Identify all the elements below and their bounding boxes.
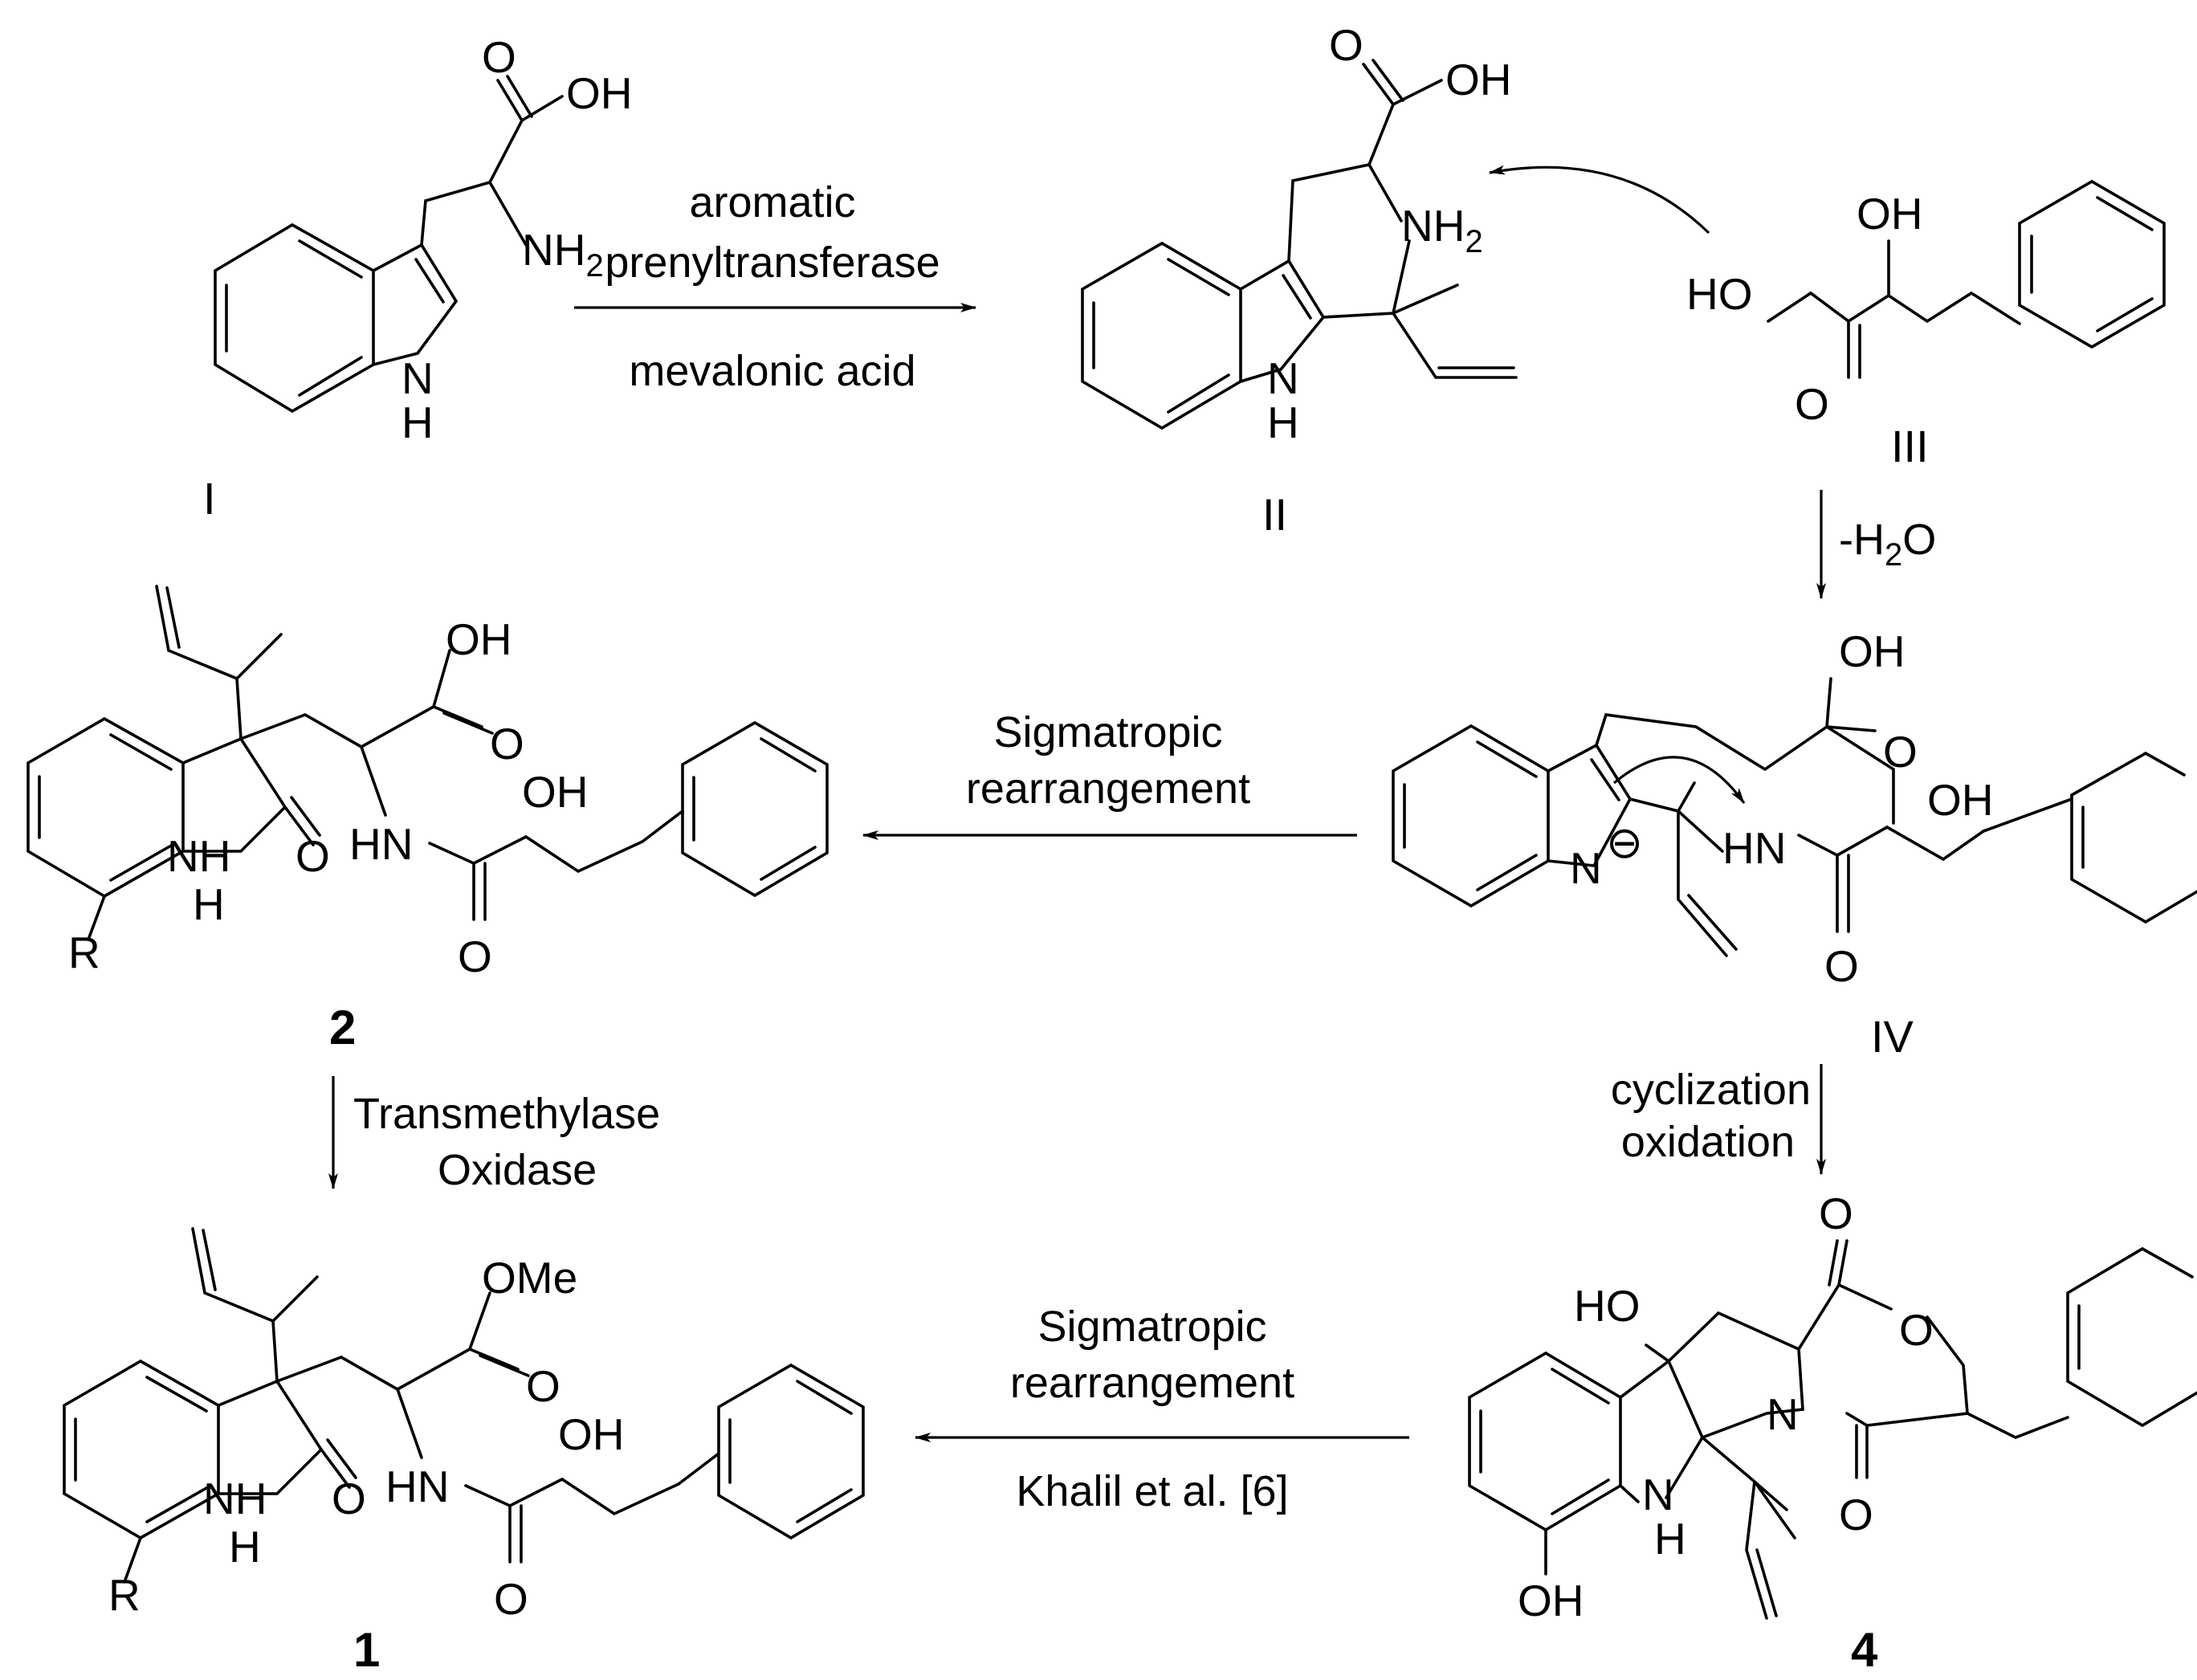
compound-4-h: H bbox=[1654, 1514, 1686, 1564]
compound-IV-n: N bbox=[1570, 843, 1602, 893]
arrow-prenylation-label-2: prenyltransferase bbox=[605, 239, 940, 287]
compound-1-hn: HN bbox=[385, 1462, 449, 1511]
arrow-transmethylation: Transmethylase Oxidase bbox=[328, 1076, 660, 1194]
compound-1-h: H bbox=[229, 1522, 261, 1572]
compound-II-oh: OH bbox=[1445, 55, 1512, 104]
compound-I-nh2: NH2 bbox=[522, 225, 604, 283]
compound-IV-acid-oh: OH bbox=[1839, 626, 1906, 676]
compound-1-nh: NH bbox=[203, 1474, 267, 1523]
arrow-rearrangement-2-label-3: Khalil et al. [6] bbox=[1016, 1467, 1288, 1515]
compound-1: OMe O OH HN NH H O O R 1 bbox=[63, 1227, 865, 1677]
arrow-transmethylation-label-2: Oxidase bbox=[438, 1146, 597, 1194]
compound-2-hn: HN bbox=[349, 819, 413, 869]
compound-IV-carbonyl-o1: O bbox=[1883, 727, 1918, 777]
compound-III-ho: HO bbox=[1686, 269, 1753, 319]
compound-IV-number: IV bbox=[1871, 1011, 1914, 1062]
compound-I-n: N bbox=[401, 353, 434, 403]
compound-I-number: I bbox=[203, 473, 216, 524]
arrow-prenylation-label-3: mevalonic acid bbox=[629, 347, 915, 395]
compound-2-r: R bbox=[68, 928, 100, 977]
compound-4-oh: OH bbox=[1518, 1576, 1584, 1625]
arrow-prenylation: aromatic prenyltransferase mevalonic aci… bbox=[574, 178, 976, 395]
arrow-cyclization-label-2: oxidation bbox=[1621, 1118, 1795, 1166]
compound-II-number: II bbox=[1262, 489, 1287, 540]
compound-4-nh: N bbox=[1642, 1470, 1674, 1519]
compound-1-ome: OMe bbox=[482, 1253, 577, 1303]
compound-IV-oh: OH bbox=[1927, 775, 1994, 825]
compound-IV-hn: HN bbox=[1722, 823, 1786, 873]
curved-arrow-III-to-II bbox=[1489, 165, 1710, 234]
arrow-prenylation-label-1: aromatic bbox=[689, 178, 855, 226]
compound-IV-charge: ⊖ bbox=[1606, 818, 1643, 867]
compound-I-carbonyl-o: O bbox=[482, 32, 516, 82]
compound-II: O OH NH2 N H II bbox=[1081, 20, 1518, 540]
compound-1-carbonyl-o1: O bbox=[526, 1361, 560, 1411]
arrow-dehydration: -H2O bbox=[1816, 490, 1936, 599]
compound-I-oh: OH bbox=[566, 68, 633, 118]
compound-4-number: 4 bbox=[1851, 1623, 1878, 1677]
compound-IV: OH O OH HN O N ⊖ IV bbox=[1392, 626, 2197, 1062]
compound-2-nh: NH bbox=[167, 831, 230, 881]
compound-2: OH O OH HN NH H O O R 2 bbox=[26, 585, 829, 1054]
compound-2-acid-oh: OH bbox=[446, 614, 512, 664]
compound-1-oh: OH bbox=[558, 1409, 625, 1459]
compound-2-amide-o: O bbox=[458, 932, 492, 981]
arrow-rearrangement-2-label-1: Sigmatropic bbox=[1037, 1303, 1266, 1351]
arrow-rearrangement-2-label-2: rearrangement bbox=[1010, 1359, 1294, 1407]
compound-III-oh: OH bbox=[1857, 189, 1923, 239]
compound-2-carbonyl-o1: O bbox=[490, 719, 524, 769]
compound-II-carbonyl-o: O bbox=[1329, 20, 1363, 70]
compound-I: O OH NH2 N H I bbox=[203, 32, 633, 524]
compound-2-number: 2 bbox=[329, 1001, 356, 1054]
compound-IV-carbonyl-o2: O bbox=[1824, 941, 1859, 991]
arrow-rearrangement-2: Sigmatropic rearrangement Khalil et al. … bbox=[915, 1303, 1409, 1515]
arrow-cyclization-label-1: cyclization bbox=[1611, 1066, 1811, 1114]
compound-4: HO O O N N H O OH 4 bbox=[1468, 1189, 2197, 1677]
compound-2-h: H bbox=[193, 879, 225, 929]
compound-4-o-ring: O bbox=[1899, 1305, 1934, 1355]
compound-II-n: N bbox=[1267, 353, 1299, 403]
compound-1-r: R bbox=[108, 1570, 141, 1620]
compound-III: OH HO O III bbox=[1686, 179, 2166, 471]
compound-2-oh: OH bbox=[522, 767, 589, 817]
compound-II-h: H bbox=[1267, 398, 1299, 447]
compound-1-amide-o: O bbox=[494, 1574, 528, 1624]
compound-1-lactam-o: O bbox=[332, 1474, 366, 1523]
compound-II-nh2: NH2 bbox=[1401, 201, 1483, 259]
compound-4-ho: HO bbox=[1574, 1281, 1641, 1331]
compound-4-n: N bbox=[1767, 1389, 1799, 1439]
compound-4-o-top: O bbox=[1819, 1189, 1853, 1238]
arrow-cyclization: cyclization oxidation bbox=[1611, 1064, 1826, 1175]
compound-I-h: H bbox=[401, 398, 434, 447]
arrow-dehydration-label: -H2O bbox=[1839, 516, 1936, 573]
arrow-rearrangement-1-label-1: Sigmatropic bbox=[993, 708, 1222, 756]
arrow-rearrangement-1: Sigmatropic rearrangement bbox=[862, 708, 1357, 840]
compound-4-o-bottom: O bbox=[1839, 1490, 1873, 1539]
compound-III-number: III bbox=[1891, 421, 1929, 471]
compound-2-lactam-o: O bbox=[296, 831, 330, 881]
arrow-transmethylation-label-1: Transmethylase bbox=[353, 1090, 660, 1138]
compound-III-carbonyl-o: O bbox=[1795, 379, 1829, 429]
arrow-rearrangement-1-label-2: rearrangement bbox=[966, 765, 1250, 813]
compound-1-number: 1 bbox=[353, 1623, 380, 1677]
